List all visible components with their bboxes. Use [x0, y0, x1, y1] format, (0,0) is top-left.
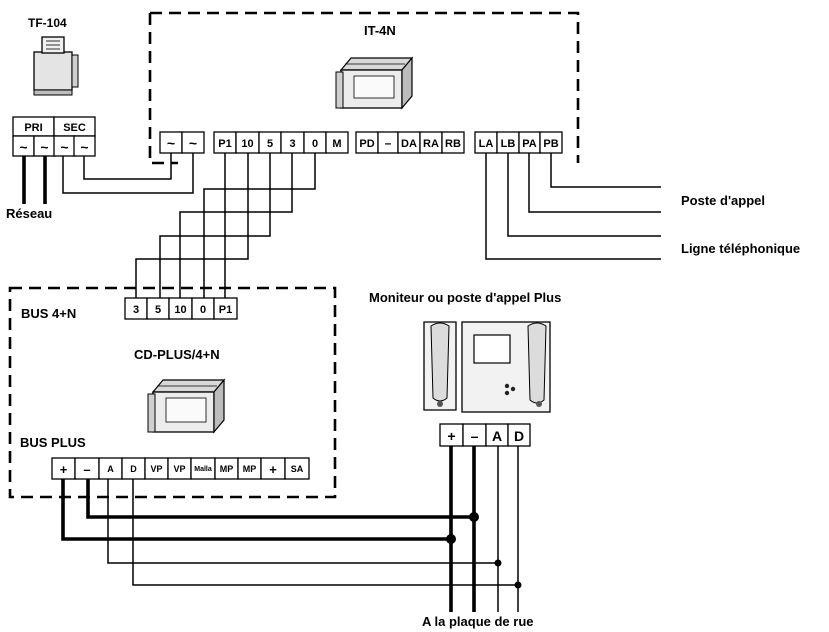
it4n-line-terminal: LA: [479, 138, 494, 150]
monitor-terminal-strip: + – A D: [439, 423, 531, 447]
bus4n-terminal-strip: 3 5 10 0 P1: [124, 297, 238, 320]
tf104-terminal-strip: ~ ~ ~ ~: [12, 135, 96, 157]
it4n-power-terminal: ~: [189, 135, 197, 151]
thin-wires: [62, 153, 661, 612]
it4n-line-strip: LA LB PA PB: [474, 131, 563, 154]
busplus-terminal: Malla: [194, 466, 212, 473]
bus4n-label: BUS 4+N: [21, 306, 76, 321]
bus4n-terminal: 5: [155, 304, 161, 316]
moniteur-label: Moniteur ou poste d'appel Plus: [369, 290, 561, 305]
it4n-pd-terminal: PD: [359, 138, 374, 150]
call-station-icon: [423, 321, 457, 411]
it4n-power-terminal: ~: [167, 135, 175, 151]
cdplus-device-icon: [147, 378, 226, 434]
tf104-terminal: ~: [80, 139, 88, 155]
pri-header: PRI: [24, 122, 42, 134]
busplus-label: BUS PLUS: [20, 435, 86, 450]
it4n-device-icon: [335, 56, 414, 110]
monitor-terminal: –: [471, 428, 479, 444]
busplus-terminal: VP: [150, 464, 162, 474]
it4n-pd-terminal: DA: [401, 138, 417, 150]
it4n-bus-terminal: P1: [218, 138, 231, 150]
monitor-terminal: +: [447, 428, 455, 444]
it4n-pd-strip: PD – DA RA RB: [355, 131, 465, 154]
tf104-header-strip: PRI SEC: [12, 116, 96, 137]
tf104-terminal: ~: [19, 139, 27, 155]
it4n-bus-terminal: 0: [312, 138, 318, 150]
it4n-line-terminal: PA: [522, 138, 537, 150]
plaque-label: A la plaque de rue: [422, 614, 534, 629]
monitor-icon: [461, 321, 551, 413]
it4n-label: IT-4N: [364, 23, 396, 38]
it4n-pd-terminal: RA: [423, 138, 439, 150]
it4n-line-terminal: PB: [543, 138, 558, 150]
ligne-tel-label: Ligne téléphonique: [681, 241, 800, 256]
it4n-power-strip: ~ ~: [159, 131, 205, 154]
bus4n-terminal: P1: [219, 304, 232, 316]
tf104-terminal: ~: [60, 139, 68, 155]
reseau-label: Réseau: [6, 206, 52, 221]
busplus-terminal: +: [269, 462, 277, 477]
busplus-terminal: –: [83, 462, 90, 477]
busplus-terminal: VP: [173, 464, 185, 474]
it4n-pd-terminal: RB: [445, 138, 461, 150]
busplus-terminal: SA: [291, 464, 304, 474]
busplus-terminal: MP: [220, 464, 234, 474]
busplus-terminal-strip: + – A D VP VP Malla MP MP + SA: [51, 457, 310, 480]
monitor-terminal: A: [492, 428, 502, 444]
it4n-bus-terminal: 3: [289, 138, 295, 150]
thick-wires: [22, 156, 476, 612]
busplus-terminal: +: [60, 462, 68, 477]
monitor-terminal: D: [514, 428, 524, 444]
bus4n-terminal: 0: [200, 304, 206, 316]
cdplus-outline: [8, 286, 337, 499]
bus4n-terminal: 3: [133, 304, 139, 316]
it4n-line-terminal: LB: [501, 138, 516, 150]
tf104-label: TF-104: [28, 16, 67, 30]
it4n-bus-terminal: 10: [241, 138, 253, 150]
bus4n-terminal: 10: [174, 304, 186, 316]
tf104-terminal: ~: [40, 139, 48, 155]
tf104-device-icon: [33, 36, 79, 96]
it4n-outline: [148, 11, 580, 165]
busplus-terminal: D: [130, 464, 137, 474]
it4n-bus-terminal: 5: [267, 138, 273, 150]
cdplus-label: CD-PLUS/4+N: [134, 347, 220, 362]
sec-header: SEC: [63, 122, 86, 134]
it4n-pd-terminal: –: [385, 136, 392, 150]
busplus-terminal: A: [107, 464, 114, 474]
it4n-bus-strip: P1 10 5 3 0 M: [213, 131, 349, 154]
busplus-terminal: MP: [243, 464, 257, 474]
it4n-bus-terminal: M: [332, 138, 341, 150]
junction-dots: [446, 512, 522, 589]
poste-appel-label: Poste d'appel: [681, 193, 765, 208]
